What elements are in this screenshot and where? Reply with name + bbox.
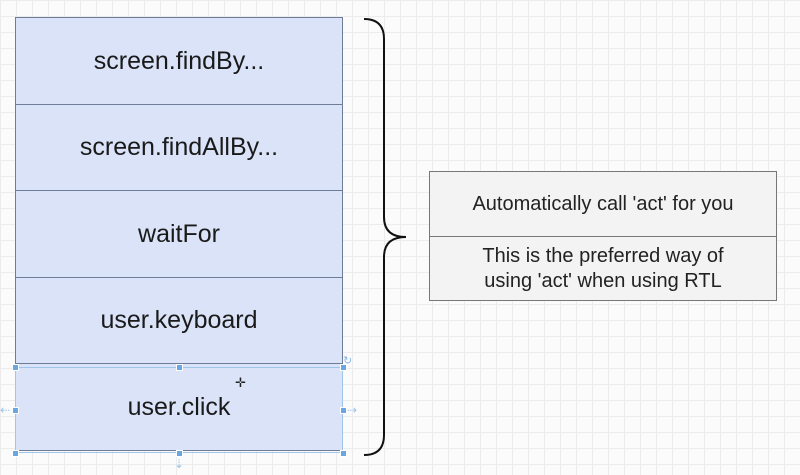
stack-box-label: screen.findBy... — [93, 46, 265, 75]
connect-arrow-left-icon[interactable]: ⇠ — [0, 403, 11, 417]
resize-handle-top-left[interactable] — [12, 364, 19, 371]
stack-box-label: user.keyboard — [100, 306, 258, 334]
stack-box-user-click[interactable]: user.click — [15, 363, 343, 451]
resize-handle-bottom-right[interactable] — [340, 450, 347, 457]
resize-handle-top-right[interactable] — [340, 364, 347, 371]
resize-handle-bottom-left[interactable] — [12, 450, 19, 457]
note-body: This is the preferred way of using 'act'… — [430, 237, 776, 300]
rotate-handle-icon[interactable]: ↻ — [343, 355, 353, 367]
stack-box-label: screen.findAllBy... — [79, 133, 279, 161]
stack-box-waitfor[interactable]: waitFor — [15, 190, 343, 278]
connect-arrow-down-icon[interactable]: ⇣ — [174, 457, 185, 471]
move-cursor-icon: ✛ — [235, 375, 246, 390]
function-stack: screen.findBy... screen.findAllBy... wai… — [15, 17, 343, 451]
stack-box-label: waitFor — [138, 219, 220, 248]
note-body-line: This is the preferred way of — [482, 244, 724, 267]
resize-handle-bottom[interactable] — [176, 450, 183, 457]
resize-handle-top[interactable] — [176, 364, 183, 371]
stack-box-findallby[interactable]: screen.findAllBy... — [15, 103, 343, 192]
act-note[interactable]: Automatically call 'act' for you This is… — [429, 171, 777, 301]
note-title: Automatically call 'act' for you — [430, 172, 776, 237]
stack-box-label: user.click — [127, 392, 231, 421]
resize-handle-right[interactable] — [340, 407, 347, 414]
stack-box-user-keyboard[interactable]: user.keyboard — [15, 276, 343, 365]
right-brace-icon — [363, 18, 407, 456]
note-body-line: using 'act' when using RTL — [484, 269, 722, 292]
connect-arrow-right-icon[interactable]: ⇢ — [347, 403, 358, 417]
stack-box-findby[interactable]: screen.findBy... — [15, 17, 343, 105]
resize-handle-left[interactable] — [12, 407, 19, 414]
